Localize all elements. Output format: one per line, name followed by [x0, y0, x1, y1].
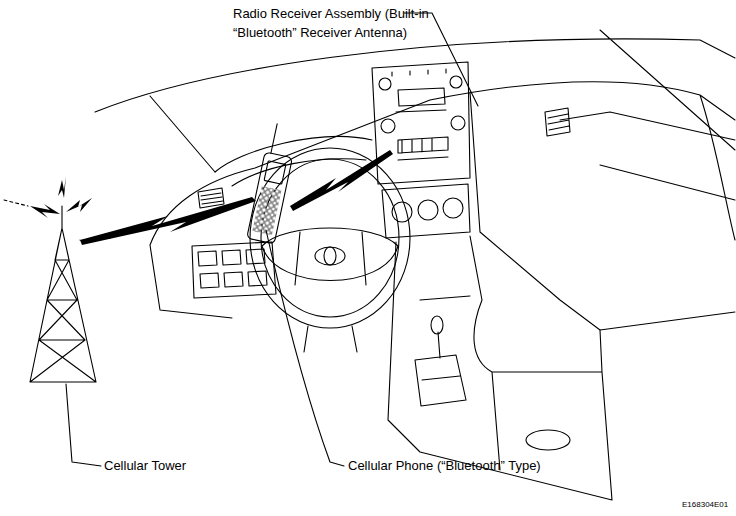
- climate-knob: [443, 198, 463, 218]
- gear-knob: [431, 316, 443, 334]
- part-label: Radio Receiver Assembly (Built-in “Bluet…: [233, 4, 433, 42]
- logo-emblem: [324, 247, 336, 265]
- part-label: Cellular Phone (“Bluetooth” Type): [348, 458, 608, 474]
- lightning-bolt: [30, 176, 92, 218]
- phone-antenna: [271, 124, 277, 153]
- climate-panel: [382, 184, 470, 238]
- leader-line: [66, 384, 101, 466]
- radio-knob: [450, 76, 462, 88]
- leader-line: [404, 13, 478, 106]
- figure-code: E168304E01: [682, 500, 736, 510]
- climate-knob: [418, 200, 438, 220]
- lightning-bolt: [80, 197, 256, 245]
- gear-shift: [415, 332, 466, 406]
- radio-knob: [451, 116, 465, 130]
- steering-hub: [262, 228, 398, 285]
- cellular-phone: [247, 123, 299, 244]
- lightning-bolt: [290, 150, 393, 211]
- radio-receiver: [372, 62, 470, 184]
- logo-emblem: [315, 247, 345, 265]
- phone-screen: [264, 161, 286, 184]
- windshield-frame: [95, 30, 735, 172]
- signal-wave: [4, 200, 110, 240]
- steering-column: [304, 326, 357, 352]
- phone-body: [247, 152, 293, 244]
- cup-holder: [526, 430, 570, 450]
- phone-keypad: [252, 186, 281, 235]
- climate-knob: [392, 202, 412, 222]
- leader-line: [266, 230, 344, 466]
- radio-knob: [379, 78, 391, 90]
- part-label: Cellular Tower: [104, 458, 244, 474]
- radio-knob: [381, 119, 395, 133]
- tower-lattice: [30, 206, 96, 382]
